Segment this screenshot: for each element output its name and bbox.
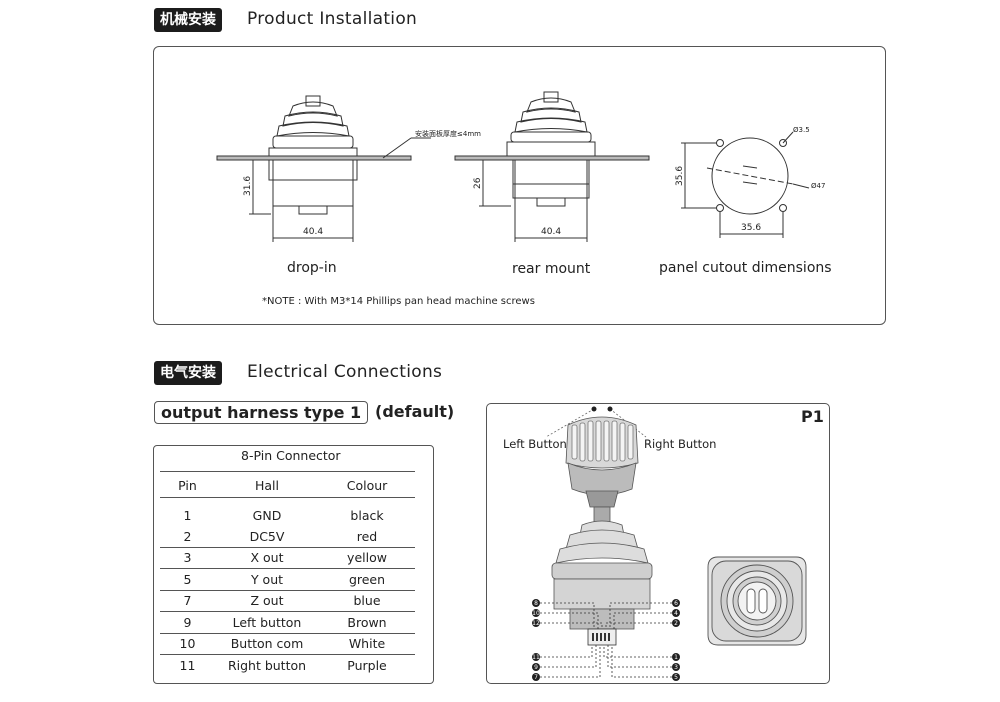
drop-in-height-dim: 31.6 xyxy=(243,176,253,196)
pin-badge-left: 8 xyxy=(534,600,538,607)
rear-height-dim: 26 xyxy=(473,177,483,189)
pin-badge-right: 2 xyxy=(674,620,678,627)
right-button-label: Right Button xyxy=(644,437,717,451)
pin-badge-right: 4 xyxy=(674,610,678,617)
rear-width-dim: 40.4 xyxy=(541,227,561,237)
p1-frame xyxy=(486,403,830,684)
connector-face-view xyxy=(707,556,807,646)
harness-default-label: (default) xyxy=(375,402,455,421)
panel-cutout-drawing xyxy=(681,131,810,238)
hole-dia-dim: Ø3.5 xyxy=(793,126,810,134)
pin-badge-left: 7 xyxy=(534,674,538,681)
table-header-row: Pin Hall Colour xyxy=(160,473,415,498)
drop-in-width-dim: 40.4 xyxy=(303,227,323,237)
pin-badge-left: 11 xyxy=(532,654,540,661)
section1-title: Product Installation xyxy=(247,9,418,29)
pin-badge-right: 1 xyxy=(674,654,678,661)
connector-table-title: 8-Pin Connector xyxy=(241,448,341,463)
harness-type-label: output harness type 1 xyxy=(154,401,369,424)
installation-drawings: 31.6 40.4 26 40.4 35.6 35.6 Ø3.5 Ø47 安装面… xyxy=(216,91,825,242)
pin-badge-right: 6 xyxy=(674,600,678,607)
thickness-note: 安装面板厚度≤4mm xyxy=(415,129,481,138)
pin-badge-left: 10 xyxy=(532,610,540,617)
pin-badge-left: 9 xyxy=(534,664,538,671)
panel-height-dim: 35.6 xyxy=(675,166,685,186)
joystick-wiring-drawing: 8 10 12 11 9 7 6 4 2 1 3 5 xyxy=(532,406,807,681)
connector-table-frame xyxy=(153,445,434,684)
installation-frame xyxy=(153,46,886,325)
caption-drop-in: drop-in xyxy=(287,260,337,276)
header-pin: Pin xyxy=(178,477,197,493)
center-dia-dim: Ø47 xyxy=(811,182,825,190)
section2-title: Electrical Connections xyxy=(247,362,443,382)
caption-rear-mount: rear mount xyxy=(512,261,591,277)
header-colour: Colour xyxy=(346,477,388,493)
section2-tag: 电气安装 xyxy=(154,361,222,385)
installation-note: *NOTE : With M3*14 Phillips pan head mac… xyxy=(262,296,535,307)
drop-in-drawing xyxy=(216,95,412,242)
section1-tag: 机械安装 xyxy=(154,8,222,32)
left-button-label: Left Button xyxy=(503,437,567,451)
pin-badge-right: 3 xyxy=(674,664,678,671)
caption-panel-cutout: panel cutout dimensions xyxy=(659,260,832,276)
p1-label: P1 xyxy=(801,407,824,426)
pin-badge-right: 5 xyxy=(674,674,678,681)
panel-width-dim: 35.6 xyxy=(741,223,761,233)
rear-mount-drawing xyxy=(454,91,650,242)
pin-badge-left: 12 xyxy=(532,620,540,627)
header-hall: Hall xyxy=(254,477,279,493)
